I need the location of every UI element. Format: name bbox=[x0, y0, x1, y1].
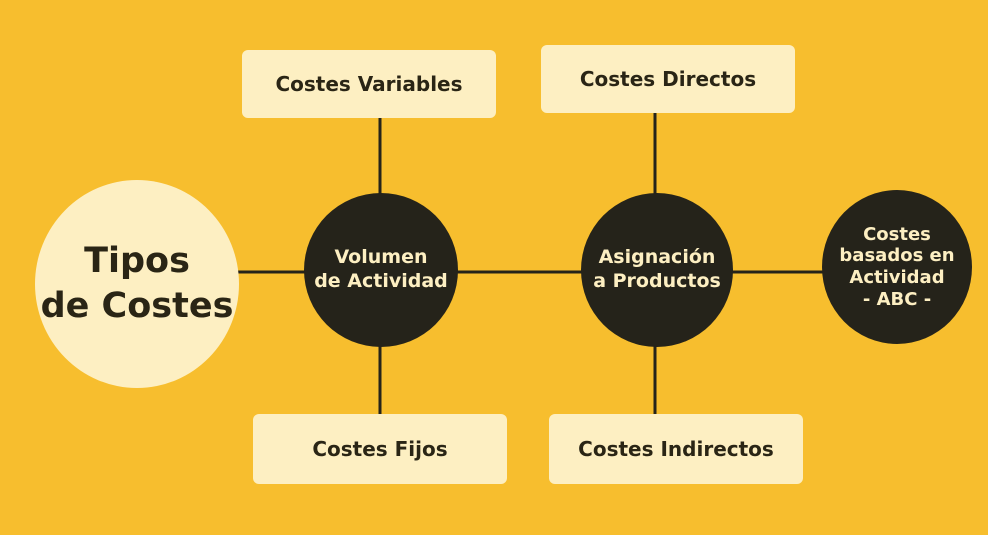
costes-indirectos-label: Costes Indirectos bbox=[578, 437, 774, 461]
costes-indirectos-box: Costes Indirectos bbox=[549, 414, 803, 484]
tipos-de-costes-label: Tipos de Costes bbox=[40, 240, 234, 327]
volumen-actividad-node: Volumen de Actividad bbox=[304, 193, 458, 347]
costes-fijos-label: Costes Fijos bbox=[312, 437, 448, 461]
asignacion-productos-node: Asignación a Productos bbox=[581, 193, 733, 347]
asignacion-productos-label: Asignación a Productos bbox=[593, 246, 721, 292]
costes-directos-box: Costes Directos bbox=[541, 45, 795, 113]
tipos-de-costes-node: Tipos de Costes bbox=[35, 180, 239, 388]
costes-variables-box: Costes Variables bbox=[242, 50, 496, 118]
costes-directos-label: Costes Directos bbox=[579, 67, 757, 91]
costes-abc-node: Costes basados en Actividad - ABC - bbox=[822, 190, 972, 344]
costes-abc-label: Costes basados en Actividad - ABC - bbox=[839, 223, 955, 310]
costes-variables-label: Costes Variables bbox=[275, 72, 463, 96]
volumen-actividad-label: Volumen de Actividad bbox=[314, 246, 448, 292]
costes-fijos-box: Costes Fijos bbox=[253, 414, 507, 484]
